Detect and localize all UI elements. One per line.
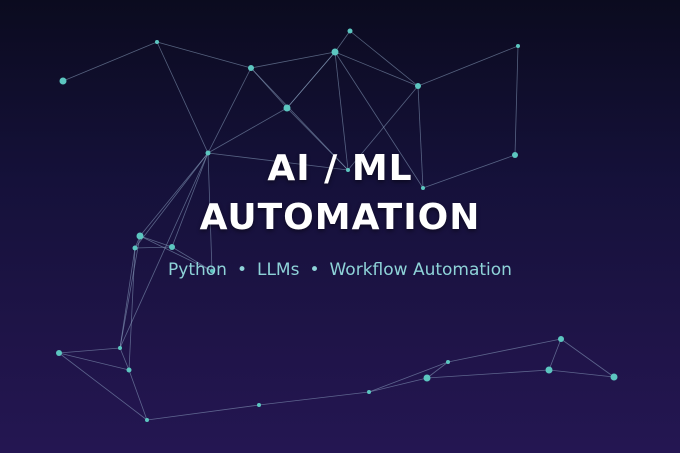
network-edge: [58, 352, 130, 371]
network-edge: [156, 41, 209, 154]
network-edge: [334, 51, 349, 171]
network-edge: [447, 338, 562, 363]
network-edge: [250, 51, 336, 69]
subtitle-item-workflow-automation: Workflow Automation: [329, 260, 512, 280]
network-edge: [286, 107, 349, 171]
network-node: [210, 269, 214, 273]
network-node: [558, 336, 564, 342]
network-edge: [139, 235, 173, 248]
network-node: [145, 418, 149, 422]
network-edge: [207, 152, 349, 171]
network-edge: [171, 246, 213, 272]
network-node: [205, 150, 211, 156]
network-edge: [422, 154, 516, 189]
network-edge: [62, 41, 158, 82]
network-edge: [560, 338, 615, 378]
network-edge: [58, 352, 148, 421]
network-node: [248, 65, 254, 71]
network-node: [516, 44, 520, 48]
title-line-1: AI / ML: [267, 148, 413, 189]
network-edge: [134, 246, 173, 249]
network-node: [136, 232, 144, 240]
network-node: [610, 373, 618, 381]
subtitle-item-python: Python: [168, 260, 227, 280]
network-edge: [128, 369, 148, 421]
network-edge: [417, 45, 519, 87]
network-edge: [426, 369, 550, 379]
subtitle-item-llms: LLMs: [256, 260, 300, 280]
subtitle: Python • LLMs • Workflow Automation: [0, 260, 680, 280]
network-edge: [119, 247, 136, 349]
network-edge: [368, 361, 449, 393]
network-node: [331, 48, 339, 56]
network-edge: [134, 152, 209, 249]
network-edge: [119, 152, 209, 349]
network-edge: [349, 30, 419, 87]
network-node: [169, 244, 175, 250]
network-node: [283, 104, 291, 112]
network-node: [132, 245, 138, 251]
network-edge: [286, 51, 336, 109]
network-edge: [119, 235, 141, 349]
network-node: [346, 168, 350, 172]
network-edge: [119, 347, 130, 371]
network-edge: [258, 391, 370, 406]
network-node: [415, 83, 421, 89]
network-node: [155, 40, 159, 44]
network-edge: [334, 30, 351, 53]
network-edge: [146, 404, 260, 421]
network-edge: [548, 338, 562, 371]
network-edge: [58, 347, 121, 354]
network-node: [545, 366, 553, 374]
network-edge: [139, 235, 213, 272]
network-node: [59, 77, 67, 85]
network-node: [126, 367, 132, 373]
network-edge: [514, 45, 519, 156]
network-edge: [426, 361, 449, 379]
network-edge: [334, 51, 419, 87]
network-edge: [156, 41, 252, 69]
network-edge: [548, 369, 615, 378]
network-edge: [207, 107, 288, 154]
network-edge: [207, 67, 252, 154]
network-node: [446, 360, 450, 364]
network-edge: [139, 152, 209, 237]
network-node: [512, 152, 518, 158]
network-node: [423, 374, 431, 382]
network-edge: [368, 377, 428, 393]
network-edge: [334, 51, 424, 189]
title-line-2: AUTOMATION: [199, 197, 481, 238]
network-node: [367, 390, 371, 394]
network-node: [421, 186, 425, 190]
subtitle-separator: •: [236, 260, 247, 280]
network-node: [257, 403, 261, 407]
network-edge: [207, 152, 213, 272]
network-node: [347, 28, 353, 34]
network-node: [118, 346, 122, 350]
network-edge: [347, 85, 419, 171]
network-edge: [171, 152, 209, 248]
network-node: [56, 350, 62, 356]
network-edge: [417, 85, 424, 189]
subtitle-separator: •: [309, 260, 320, 280]
